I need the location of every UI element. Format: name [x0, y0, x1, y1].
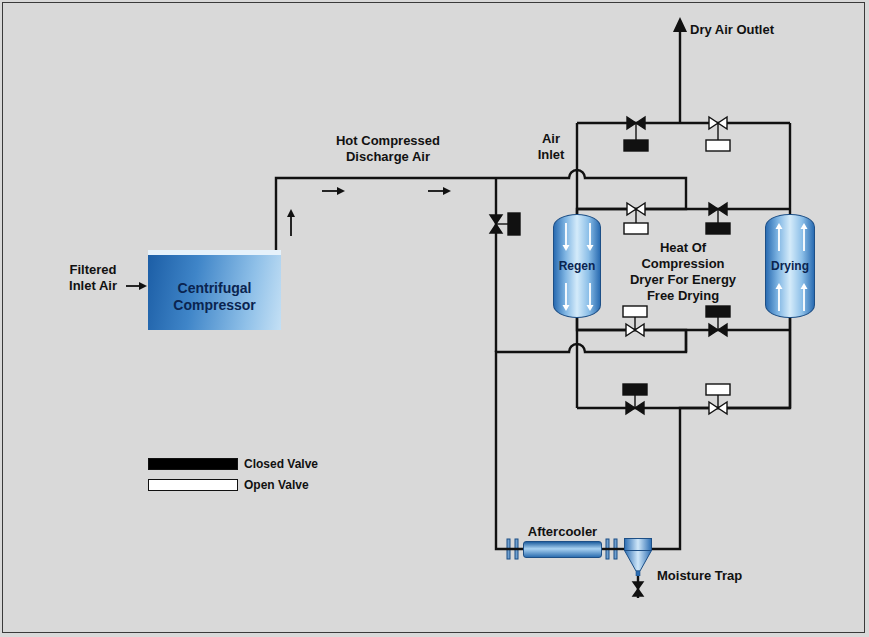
flow-arrowhead: [587, 245, 594, 251]
flow-arrowhead: [801, 223, 808, 229]
outlet-arrowhead: [673, 17, 687, 32]
node-text: Aftercooler: [528, 524, 597, 539]
flow-arrowhead: [776, 223, 783, 229]
pipe-label: Hot Compressed Discharge Air: [318, 133, 458, 165]
pipe-label: Heat Of Compression Dryer For Energy Fre…: [623, 240, 743, 304]
flow-arrow: [589, 283, 591, 306]
flanges: [507, 539, 617, 559]
legend-text: Open Valve: [244, 478, 309, 492]
valves: [490, 117, 730, 596]
flow-arrowhead: [563, 245, 570, 251]
dryer-tower: Regen: [553, 214, 601, 318]
flow-arrowhead: [587, 305, 594, 311]
flow-arrow: [778, 288, 780, 311]
compressor-box: Centrifugal Compressor: [148, 250, 281, 330]
legend-swatch: [148, 458, 238, 470]
pipe-label: Air Inlet: [529, 131, 573, 163]
flow-arrowhead: [563, 305, 570, 311]
flow-arrow: [803, 288, 805, 311]
pipe-connector: [276, 170, 686, 250]
pipe-label: Filtered Inlet Air: [62, 262, 124, 294]
flow-arrow: [565, 223, 567, 246]
pipes: [496, 30, 790, 598]
pipe-label: Dry Air Outlet: [690, 22, 774, 38]
node-text: Centrifugal Compressor: [154, 280, 275, 314]
moisture-trap: Moisture Trap: [624, 538, 652, 576]
pipe-connector: [652, 318, 790, 549]
node-text: Drying: [771, 259, 809, 273]
node-text: Moisture Trap: [657, 568, 742, 583]
flow-arrow: [803, 228, 805, 251]
flow-arrow: [565, 283, 567, 306]
node-text: Regen: [559, 259, 596, 273]
legend-text: Closed Valve: [244, 457, 318, 471]
legend-swatch: [148, 479, 238, 491]
trap-shape: [624, 538, 652, 576]
flow-arrow: [589, 223, 591, 246]
aftercooler: Aftercooler: [523, 541, 602, 558]
flow-arrow: [778, 228, 780, 251]
dryer-tower: Drying: [765, 214, 815, 318]
pipe-connector: [496, 318, 686, 549]
flow-arrowhead: [801, 283, 808, 289]
pipe-connector: [602, 548, 624, 550]
flow-arrowhead: [776, 283, 783, 289]
